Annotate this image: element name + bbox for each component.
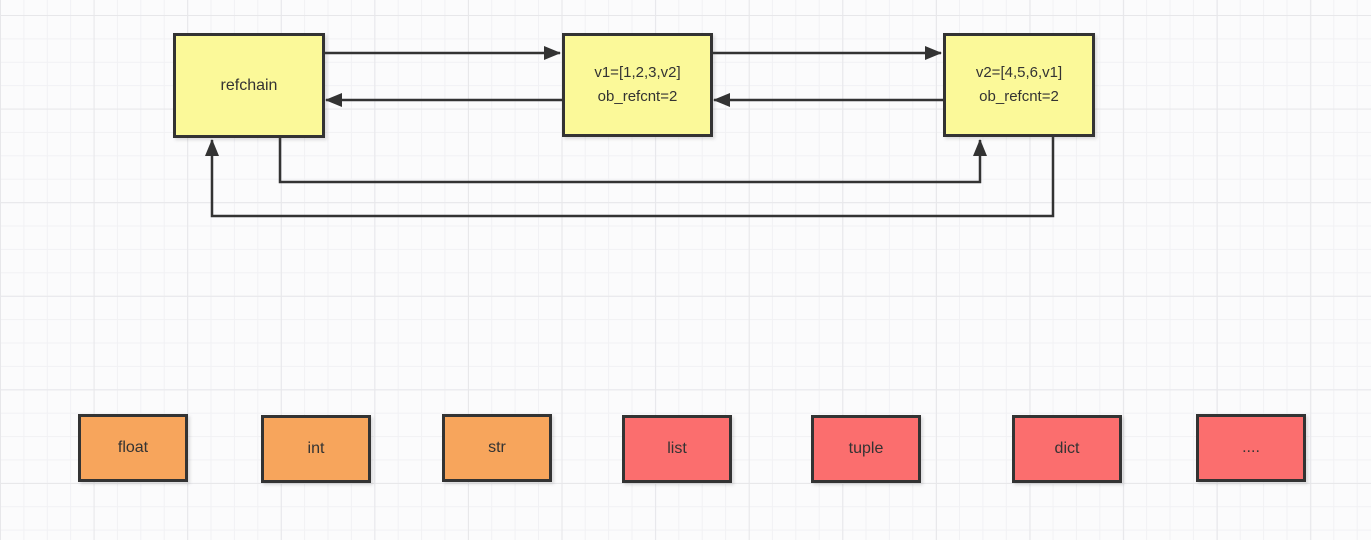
node-ellipsis: .... <box>1196 414 1306 482</box>
node-dict-label: dict <box>1054 440 1080 457</box>
node-tuple: tuple <box>811 415 921 483</box>
node-int-label: int <box>307 440 325 457</box>
node-float-label: float <box>117 439 149 456</box>
arrow-v2-bottom-to-refchain-bottom <box>205 137 1055 218</box>
node-list: list <box>622 415 732 483</box>
node-v1: v1=[1,2,3,v2] ob_refcnt=2 <box>562 33 713 137</box>
node-v2-line2: ob_refcnt=2 <box>979 88 1059 105</box>
arrow-refchain-bottom-to-v2-bottom <box>278 137 987 184</box>
node-refchain-label: refchain <box>220 76 278 94</box>
node-tuple-label: tuple <box>848 440 884 457</box>
node-str: str <box>442 414 552 482</box>
node-v1-line2: ob_refcnt=2 <box>597 88 678 105</box>
node-float: float <box>78 414 188 482</box>
node-list-label: list <box>667 440 687 457</box>
node-int: int <box>261 415 371 483</box>
node-v1-line1: v1=[1,2,3,v2] <box>594 64 681 81</box>
node-v2-line1: v2=[4,5,6,v1] <box>975 64 1063 81</box>
node-v2: v2=[4,5,6,v1] ob_refcnt=2 <box>943 33 1095 137</box>
node-ellipsis-label: .... <box>1242 439 1260 456</box>
node-refchain: refchain <box>173 33 325 138</box>
node-dict: dict <box>1012 415 1122 483</box>
node-str-label: str <box>488 439 506 456</box>
